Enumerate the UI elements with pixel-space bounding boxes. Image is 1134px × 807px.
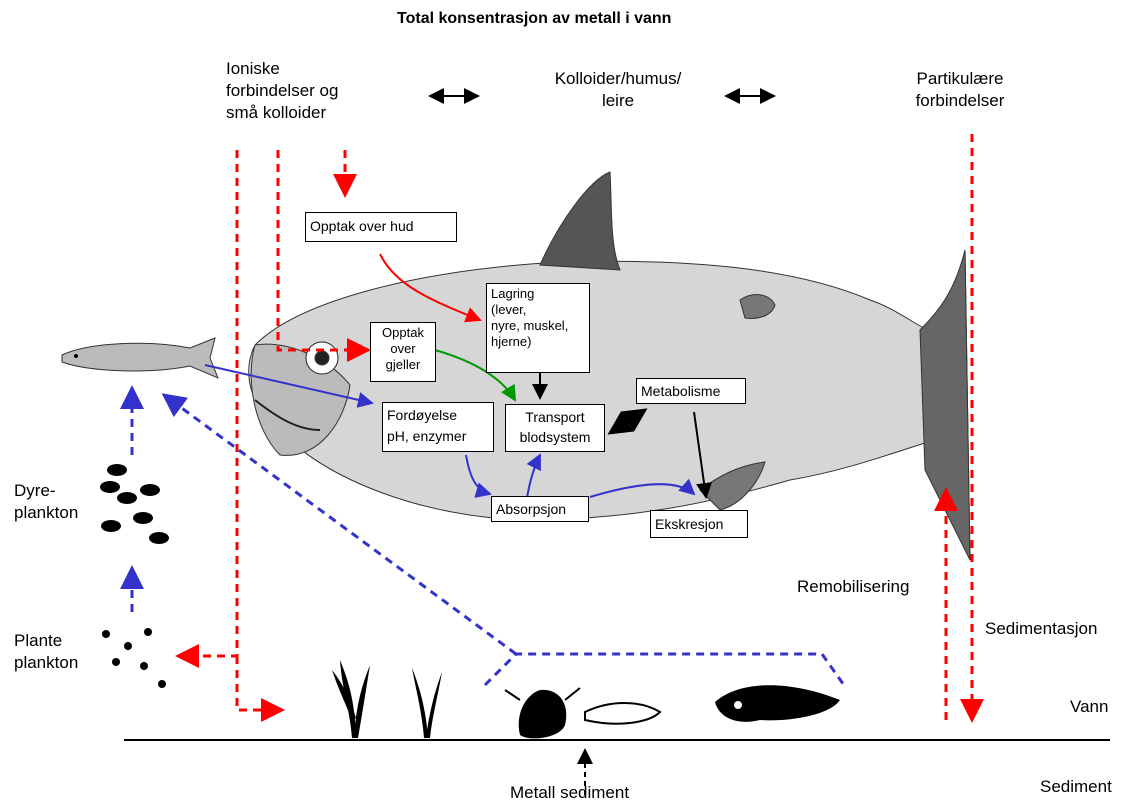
label-particulate-line2: forbindelser [880, 90, 1040, 112]
label-phytoplankton-line1: Plante [14, 630, 78, 652]
label-sedimentation: Sedimentasjon [985, 618, 1097, 640]
box-storage: Lagring (lever, nyre, muskel, hjerne) [486, 283, 590, 373]
box-excretion: Ekskresjon [650, 510, 748, 538]
label-sediment: Sediment [1040, 776, 1112, 798]
label-ionic: Ioniske forbindelser og små kolloider [226, 58, 338, 124]
label-ionic-line2: forbindelser og [226, 80, 338, 102]
label-ionic-line3: små kolloider [226, 102, 338, 124]
label-phytoplankton-line2: plankton [14, 652, 78, 674]
box-storage-line4: hjerne) [491, 334, 585, 350]
box-gill-uptake: Opptak over gjeller [370, 322, 436, 382]
diagram-title: Total konsentrasjon av metall i vann [397, 10, 671, 28]
arrow-to-gill-uptake [278, 150, 368, 350]
arrow-digestion-to-absorption [466, 455, 490, 494]
arrow-skin-to-storage [380, 254, 480, 320]
label-colloids: Kolloider/humus/ leire [518, 68, 718, 112]
label-zooplankton-line1: Dyre- [14, 480, 78, 502]
box-storage-line1: Lagring [491, 286, 585, 302]
box-gill-uptake-line3: gjeller [375, 357, 431, 373]
label-colloids-line2: leire [518, 90, 718, 112]
arrow-to-phytoplankton [178, 150, 237, 656]
label-ionic-line1: Ioniske [226, 58, 338, 80]
label-zooplankton: Dyre- plankton [14, 480, 78, 524]
label-colloids-line1: Kolloider/humus/ [518, 68, 718, 90]
arrow-absorption-to-transport [527, 455, 540, 498]
box-digestion-line2: pH, enzymer [387, 426, 489, 447]
arrow-transport-metabolism [610, 410, 645, 433]
bracket-benthic [485, 654, 846, 688]
box-transport: Transport blodsystem [505, 404, 605, 452]
label-remobilization: Remobilisering [797, 576, 909, 598]
label-phytoplankton: Plante plankton [14, 630, 78, 674]
label-zooplankton-line2: plankton [14, 502, 78, 524]
box-storage-line3: nyre, muskel, [491, 318, 585, 334]
box-absorption: Absorpsjon [491, 496, 589, 522]
box-gill-uptake-line2: over [375, 341, 431, 357]
label-particulate-line1: Partikulære [880, 68, 1040, 90]
arrow-food-to-digestion [205, 365, 372, 403]
box-digestion-line1: Fordøyelse [387, 405, 489, 426]
arrow-metabolism-to-excretion [694, 412, 706, 497]
label-particulate: Partikulære forbindelser [880, 68, 1040, 112]
box-digestion: Fordøyelse pH, enzymer [382, 402, 494, 452]
label-water: Vann [1070, 696, 1108, 718]
box-gill-uptake-line1: Opptak [375, 325, 431, 341]
arrow-to-seabed [237, 656, 282, 710]
box-skin-uptake: Opptak over hud [305, 212, 457, 242]
label-metal-sediment: Metall sediment [510, 782, 629, 804]
box-transport-line1: Transport [510, 407, 600, 427]
box-transport-line2: blodsystem [510, 427, 600, 447]
box-metabolism: Metabolisme [636, 378, 746, 404]
arrow-absorption-to-excretion [590, 484, 694, 497]
box-storage-line2: (lever, [491, 302, 585, 318]
